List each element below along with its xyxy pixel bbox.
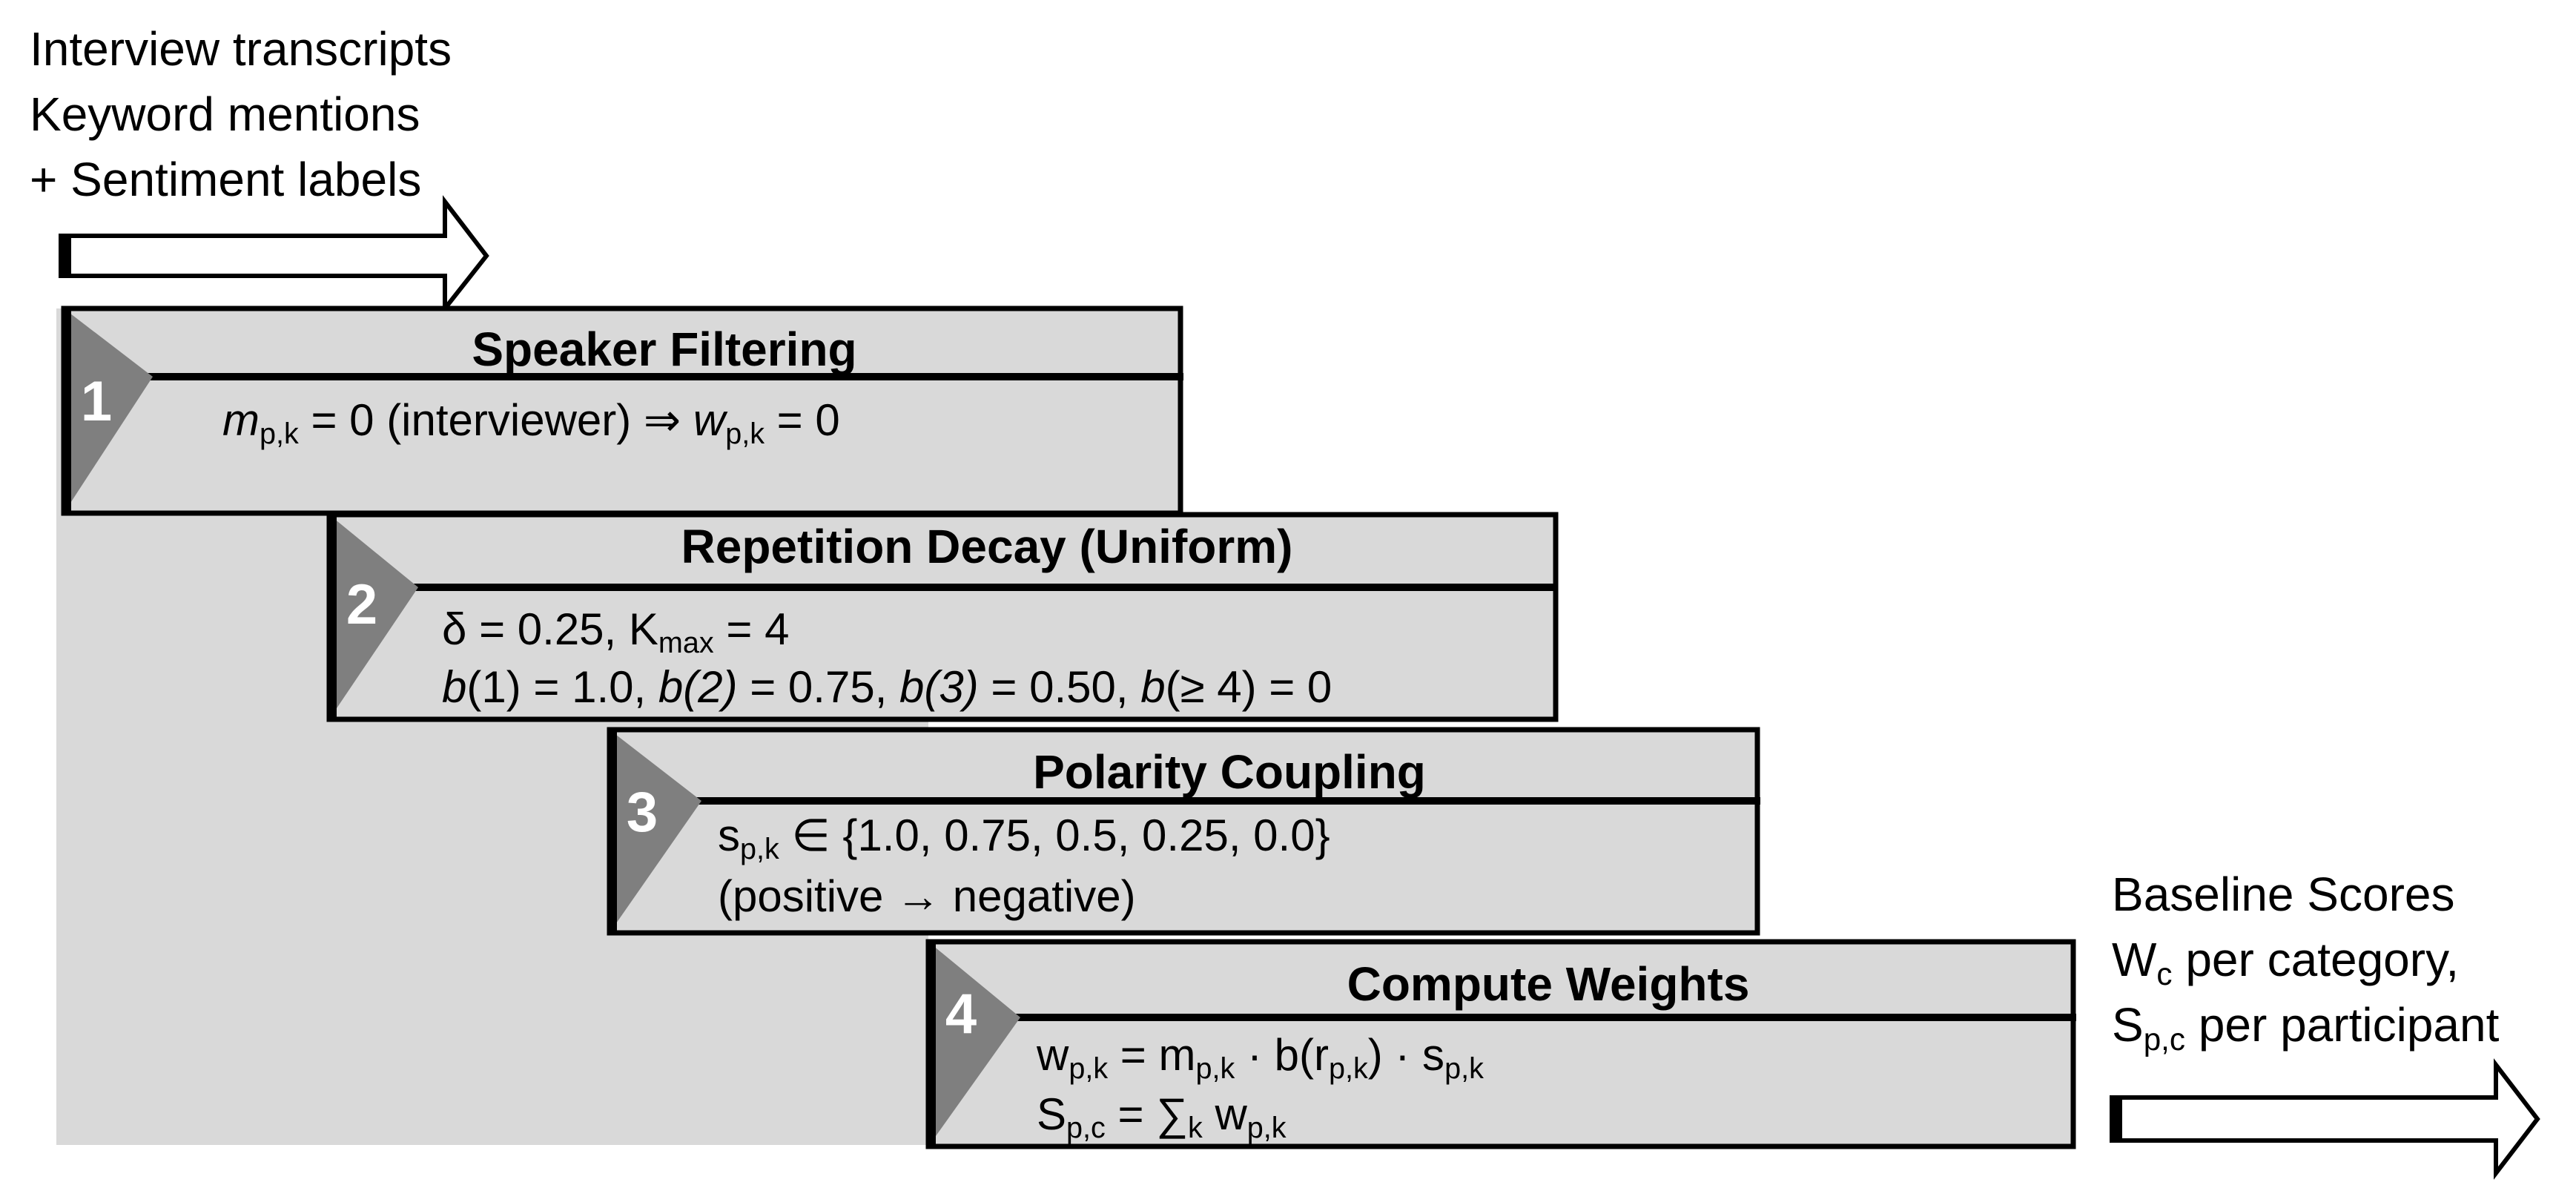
step-2-box — [326, 512, 1559, 722]
formula-text: ) · s — [1367, 1030, 1445, 1080]
step-4-title: Compute Weights — [1347, 957, 1750, 1011]
step-4-line: Sp,c = ∑k wp,k — [1037, 1087, 1287, 1145]
formula-variable: b — [1140, 662, 1166, 712]
formula-text: = m — [1108, 1030, 1196, 1080]
formula-text: (1) = 1.0, — [466, 662, 658, 712]
input-line: Interview transcripts — [30, 22, 452, 76]
formula-text: (≥ 4) = 0 — [1165, 662, 1332, 712]
formula-variable: b(2) — [658, 662, 738, 712]
step-3-number: 3 — [626, 781, 658, 844]
formula-subscript: p,k — [1246, 1112, 1287, 1145]
formula-variable: b — [442, 662, 467, 712]
step-3-line: (positive → negative) — [718, 869, 1136, 924]
formula-subscript: p,k — [740, 833, 779, 866]
step-1-number: 1 — [80, 370, 113, 433]
step-2-line: b(1) = 1.0, b(2) = 0.75, b(3) = 0.50, b(… — [442, 660, 1332, 715]
step-3-line: sp,k ∈ {1.0, 0.75, 0.5, 0.25, 0.0} — [718, 808, 1330, 866]
step-4-box — [925, 939, 2076, 1149]
formula-text: = 0.75, — [737, 662, 900, 712]
output-label: Baseline Scores Wc per category, Sp,c pe… — [2112, 862, 2499, 1057]
formula-text: w — [1202, 1089, 1247, 1139]
input-label: Interview transcripts Keyword mentions +… — [30, 16, 452, 212]
formula-text: = ∑ — [1105, 1089, 1188, 1139]
formula-text: δ = 0.25, K — [442, 604, 658, 654]
formula-text: (positive → negative) — [718, 871, 1136, 921]
input-arrow-icon — [59, 195, 489, 315]
step-2-number: 2 — [346, 573, 378, 636]
step-4-number: 4 — [945, 983, 977, 1046]
formula-text: = 0 — [764, 395, 840, 445]
step-1-title: Speaker Filtering — [472, 323, 857, 376]
output-line-3: Sp,c per participant — [2112, 998, 2500, 1057]
formula-subscript: max — [658, 627, 714, 660]
output-arrow-icon — [2110, 1058, 2540, 1180]
step-1-line: mp,k = 0 (interviewer) ⇒ wp,k = 0 — [222, 393, 840, 451]
formula-text: · b(r — [1235, 1030, 1329, 1080]
formula-text: s — [718, 811, 740, 860]
formula-subscript: p,c — [1066, 1112, 1106, 1145]
formula-text: w — [1037, 1030, 1069, 1080]
step-4-line: wp,k = mp,k · b(rp,k) · sp,k — [1037, 1028, 1484, 1083]
formula-subscript: p,k — [725, 417, 765, 451]
formula-subscript: p,k — [259, 417, 299, 451]
formula-subscript: k — [1187, 1112, 1203, 1145]
output-line-2: Wc per category, — [2112, 933, 2460, 991]
output-line-1: Baseline Scores — [2112, 868, 2455, 921]
step-3-title: Polarity Coupling — [1033, 745, 1426, 799]
input-line: + Sentiment labels — [30, 153, 422, 206]
formula-subscript: p,k — [1069, 1052, 1109, 1086]
formula-text: S — [1037, 1089, 1067, 1139]
formula-text: = 4 — [713, 604, 790, 654]
formula-text: = 0.50, — [978, 662, 1141, 712]
step-1-box — [61, 306, 1183, 516]
step-2-line: δ = 0.25, Kmax = 4 — [442, 602, 790, 660]
formula-text: = 0 (interviewer) ⇒ — [298, 395, 693, 445]
formula-subscript: p,k — [1444, 1052, 1484, 1086]
formula-subscript: p,k — [1328, 1052, 1368, 1086]
formula-subscript: p,k — [1195, 1052, 1235, 1086]
formula-variable: w — [693, 395, 726, 445]
formula-variable: b(3) — [899, 662, 979, 712]
formula-variable: m — [222, 395, 260, 445]
step-3-box — [607, 727, 1760, 936]
step-2-title: Repetition Decay (Uniform) — [681, 520, 1293, 573]
input-line: Keyword mentions — [30, 88, 420, 141]
formula-text: ∈ {1.0, 0.75, 0.5, 0.25, 0.0} — [779, 811, 1330, 860]
